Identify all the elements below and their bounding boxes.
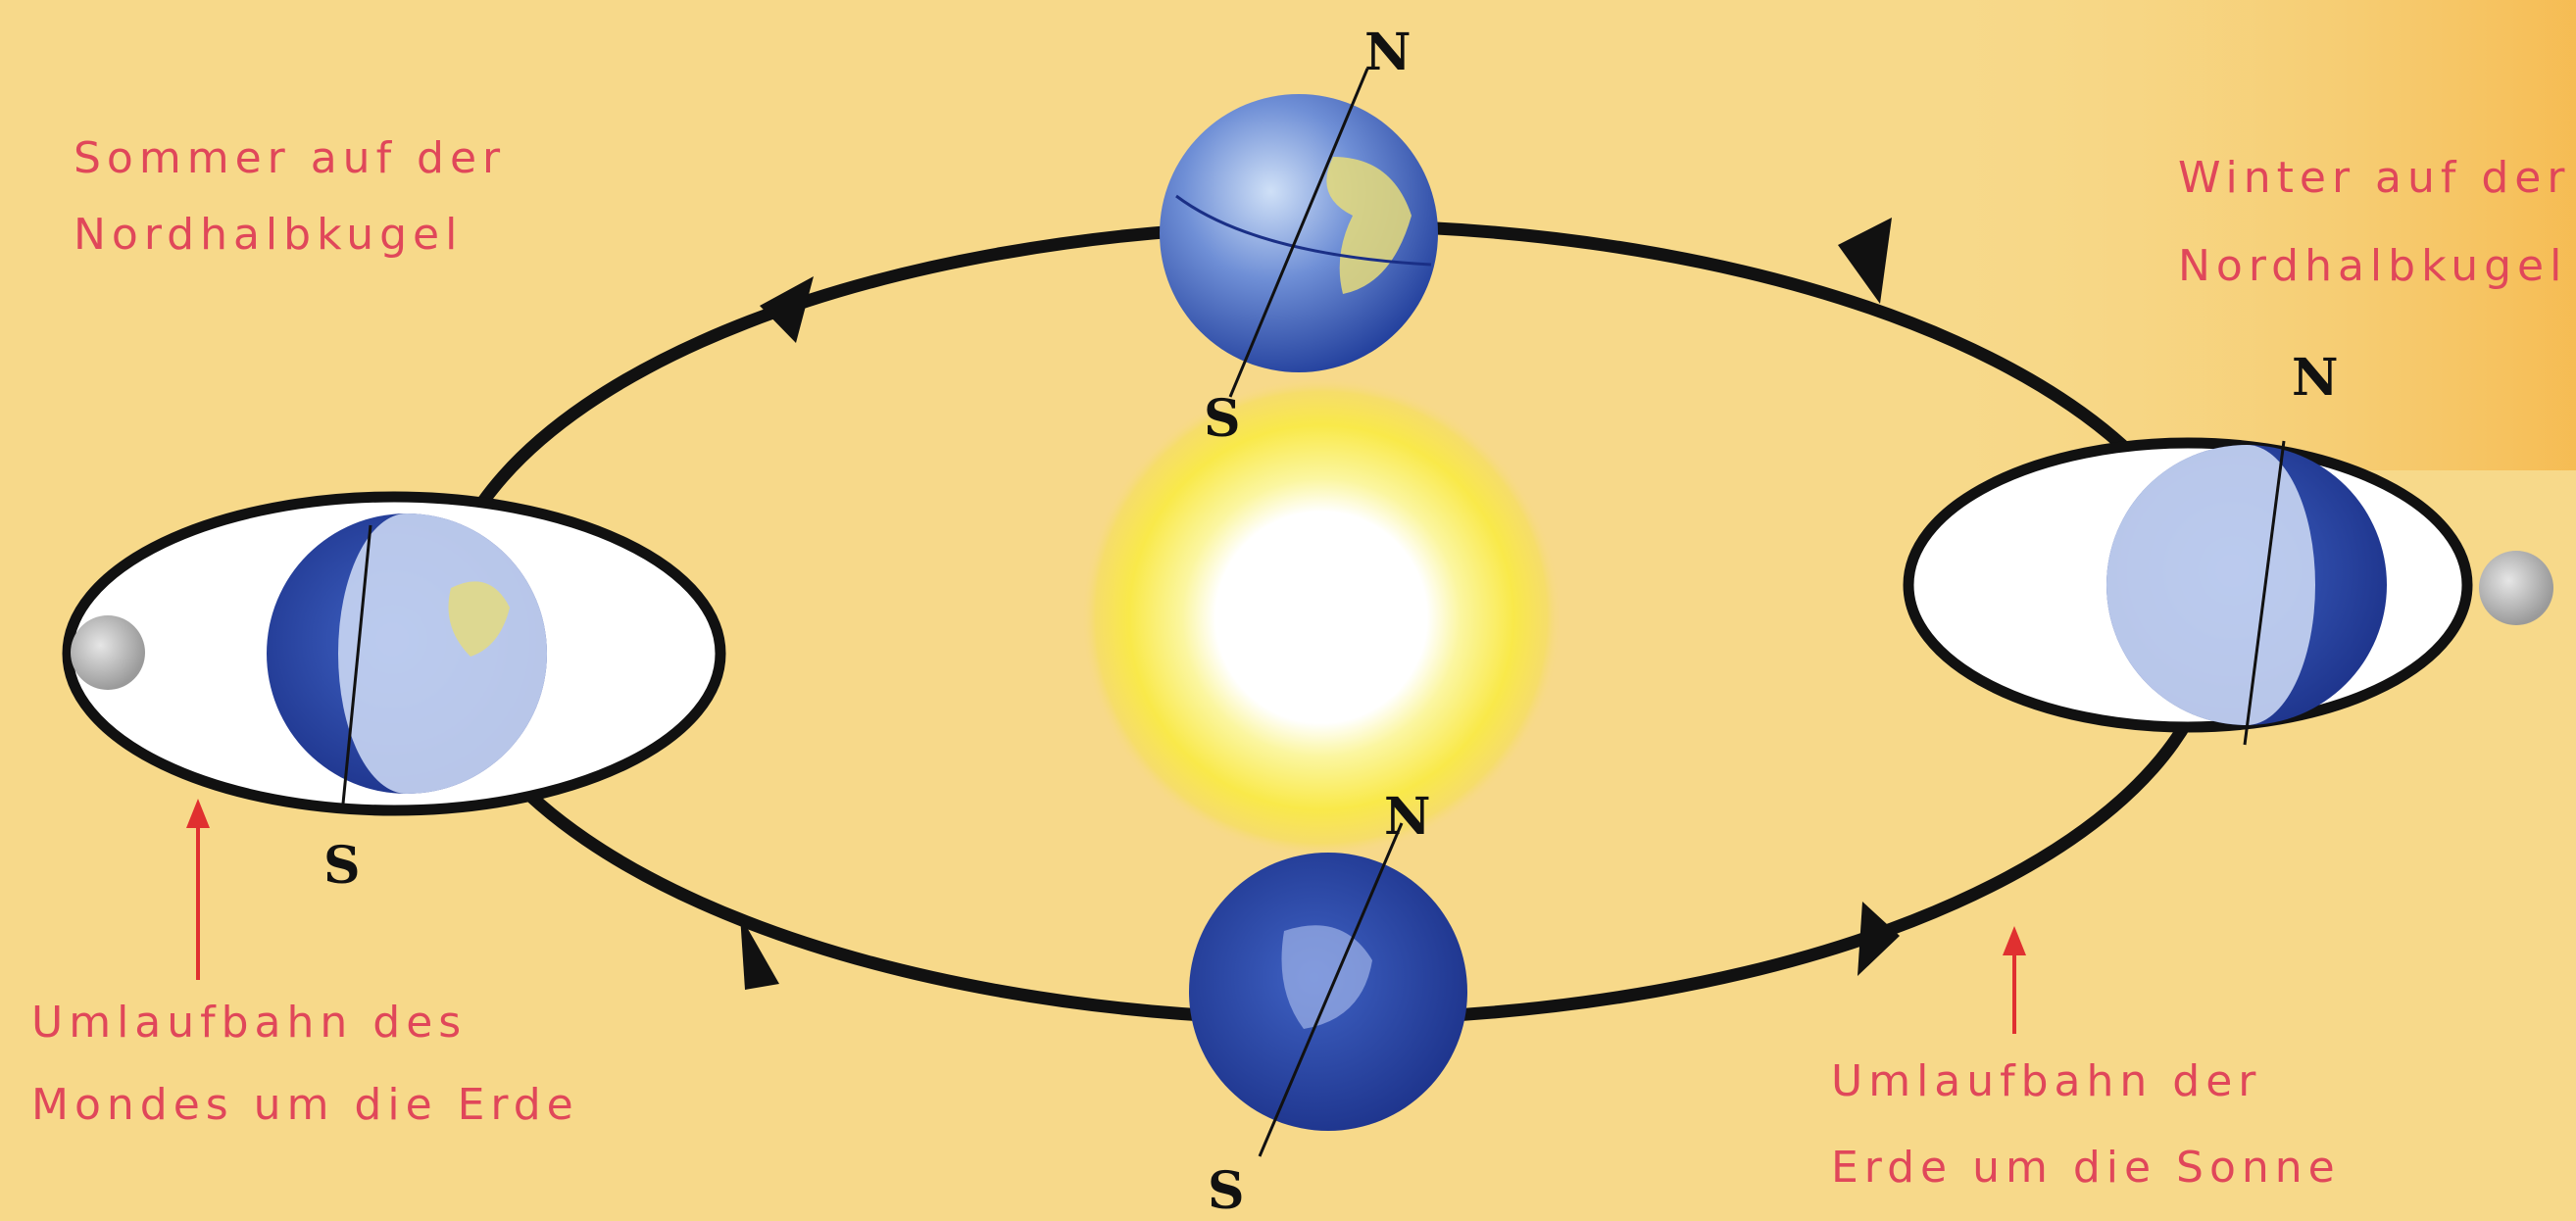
- label-earth-orbit-line2: Erde um die Sonne: [1831, 1143, 2341, 1193]
- pole-south-bottom: S: [1208, 1161, 1245, 1221]
- pole-north-top: N: [1364, 23, 1412, 82]
- label-summer-line2: Nordhalbkugel: [74, 210, 464, 260]
- earth-summer-axis: [341, 524, 372, 805]
- earth-summer-land: [448, 581, 510, 657]
- sun: [1081, 377, 1561, 857]
- earth-winter-axis: [2243, 440, 2286, 746]
- label-winter-line1: Winter auf der: [2178, 153, 2571, 203]
- pole-south-left: S: [323, 836, 361, 896]
- label-winter-line2: Nordhalbkugel: [2178, 241, 2568, 291]
- pole-north-right: N: [2292, 348, 2339, 408]
- orbit-arrow-bottom-left: [740, 915, 779, 990]
- pole-north-bottom: N: [1384, 787, 1431, 847]
- earth-top-land: [1326, 157, 1412, 294]
- label-moon-orbit-line2: Mondes um die Erde: [31, 1080, 579, 1130]
- moon-left: [71, 615, 145, 690]
- earth-top-axis: [1228, 68, 1369, 398]
- sun-glow-corner: [1911, 0, 2576, 470]
- earth-bottom-land: [1281, 925, 1372, 1029]
- earth-winter-lit-side: [2106, 445, 2315, 725]
- pointer-arrowhead-earth-orbit: [2003, 926, 2026, 955]
- orbit-arrow-bottom-right: [1858, 902, 1900, 976]
- pointer-arrowhead-moon-orbit: [186, 799, 210, 828]
- earth-top-equator: [1175, 194, 1432, 267]
- moon-right: [2479, 551, 2553, 625]
- label-summer-line1: Sommer auf der: [74, 133, 507, 183]
- label-moon-orbit-line1: Umlaufbahn des: [31, 998, 468, 1048]
- orbit-arrow-top-left: [760, 276, 814, 343]
- orbit-arrow-top-right: [1838, 218, 1892, 304]
- earth-bottom-axis: [1258, 822, 1404, 1157]
- earth-summer-lit-side: [338, 513, 547, 794]
- label-earth-orbit-line1: Umlaufbahn der: [1831, 1056, 2262, 1106]
- pole-south-top: S: [1204, 389, 1241, 449]
